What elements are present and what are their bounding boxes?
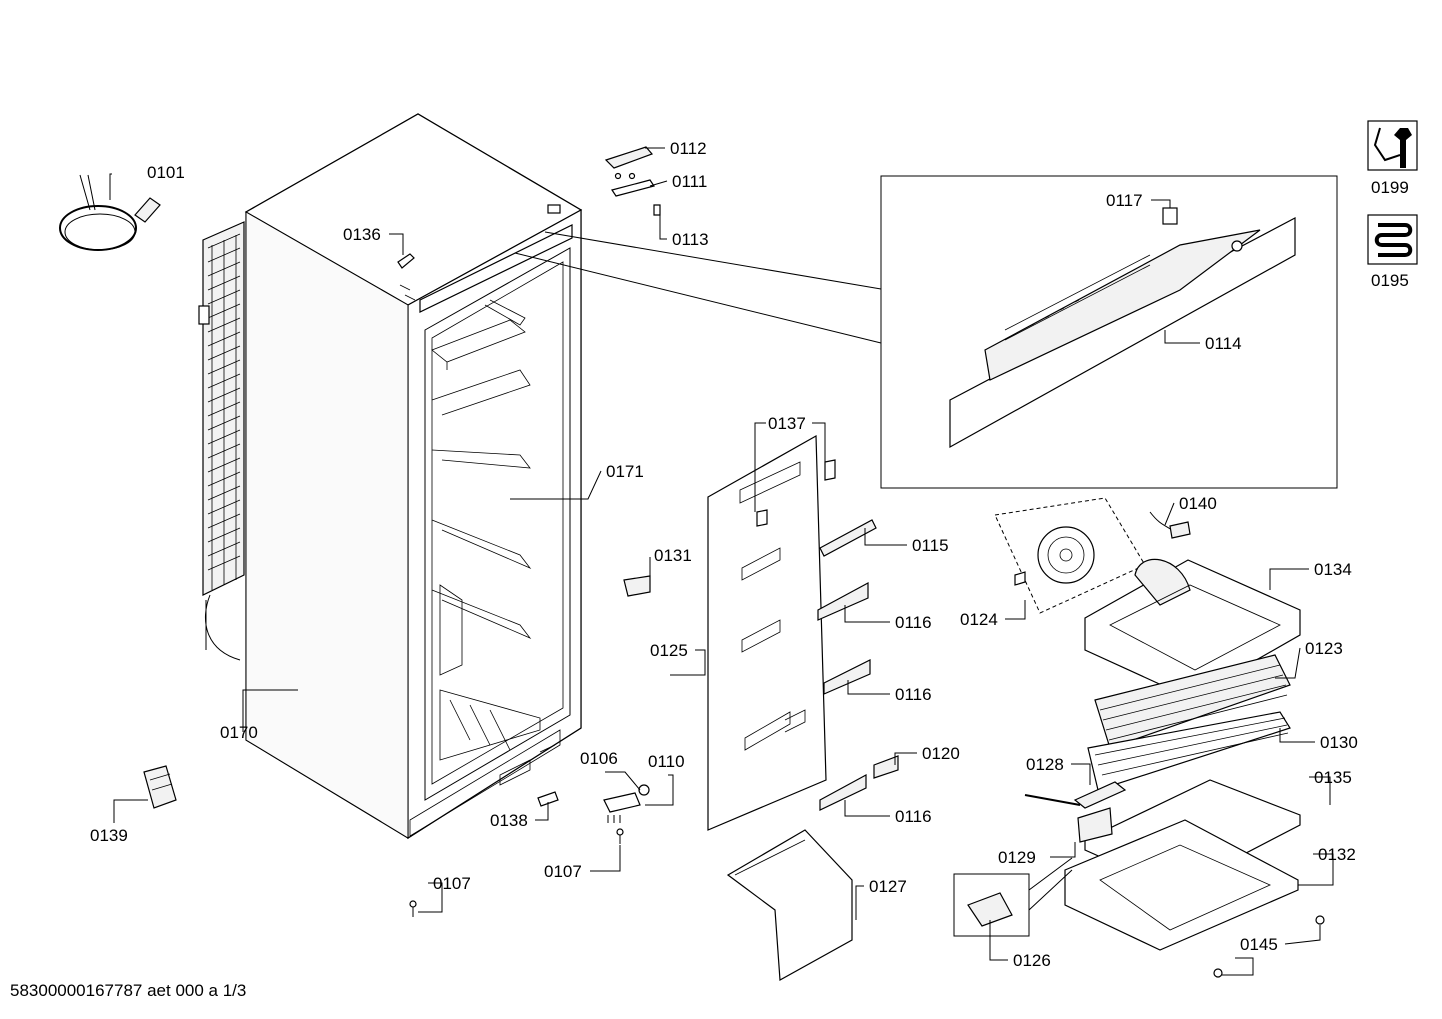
part-labels: 0101 0136 0112 0111 0113 0117 0114 0199 0195 0137… [90,139,1409,970]
heater-wire-0128 [1024,781,1127,809]
bracket-0139 [143,765,177,809]
evaporator-0123 [1094,654,1291,749]
part-label-p0117: 0117 [1106,191,1143,210]
part-label-p0107a: 0107 [544,862,582,881]
part-label-p0170: 0170 [220,723,258,742]
heating-coil-icon [1367,214,1418,265]
heater-0130 [1087,711,1291,791]
part-label-p0171: 0171 [606,462,644,481]
part-label-p0110: 0110 [648,752,685,771]
clip-0138 [537,791,559,807]
leader-lines [109,147,1334,976]
part-label-p0125: 0125 [650,641,688,660]
drain-pan-0132 [1064,819,1299,951]
part-label-p0140: 0140 [1179,494,1217,513]
cabinet-illustration [198,113,583,840]
part-label-p0116b: 0116 [895,685,932,704]
power-cord [59,174,161,251]
fan-assembly [994,497,1146,614]
part-label-p0113: 0113 [672,230,709,249]
part-label-p0199: 0199 [1371,178,1409,197]
bracket-0126-inset [953,857,1073,937]
part-label-p0123: 0123 [1305,639,1343,658]
part-label-p0112: 0112 [670,139,707,158]
part-label-p0124: 0124 [960,610,998,629]
part-label-p0107b: 0107 [433,874,471,893]
part-label-p0130: 0130 [1320,733,1358,752]
part-label-p0139: 0139 [90,826,128,845]
part-label-p0106: 0106 [580,749,618,768]
sensor-0140 [1149,511,1191,539]
part-label-p0145: 0145 [1240,935,1278,954]
condenser-coil [198,221,245,661]
part-label-p0126: 0126 [1013,951,1051,970]
inner-panel-0125 [707,434,836,831]
part-label-p0116a: 0116 [895,613,932,632]
drip-tray-0127 [726,829,853,981]
part-label-p0195: 0195 [1371,271,1409,290]
part-label-p0114: 0114 [1205,334,1242,353]
screw-0107 [409,900,417,917]
part-label-p0127: 0127 [869,877,907,896]
part-label-p0138: 0138 [490,811,528,830]
bottom-hinge [603,784,650,844]
part-label-p0131: 0131 [654,546,692,565]
part-label-p0137: 0137 [768,414,806,433]
shelf-supports [623,519,899,811]
part-label-p0128: 0128 [1026,755,1064,774]
part-label-p0136: 0136 [343,225,381,244]
part-label-p0115: 0115 [912,536,949,555]
part-label-p0135: 0135 [1314,768,1352,787]
part-label-p0116c: 0116 [895,807,932,826]
zoom-callout [514,175,1338,489]
part-label-p0101: 0101 [147,163,185,182]
part-label-p0111: 0111 [672,172,707,191]
bracket-0129 [1077,807,1113,843]
screws-0145 [1213,915,1325,978]
part-label-p0134: 0134 [1314,560,1352,579]
part-label-p0132: 0132 [1318,845,1356,864]
part-label-p0120: 0120 [922,744,960,763]
drawing-number: 58300000167787 aet 000 a 1/3 [10,981,247,1000]
clip-0136 [397,253,415,269]
wrench-icon [1367,120,1418,171]
hinge-parts-top [604,146,661,216]
part-label-p0129: 0129 [998,848,1036,867]
